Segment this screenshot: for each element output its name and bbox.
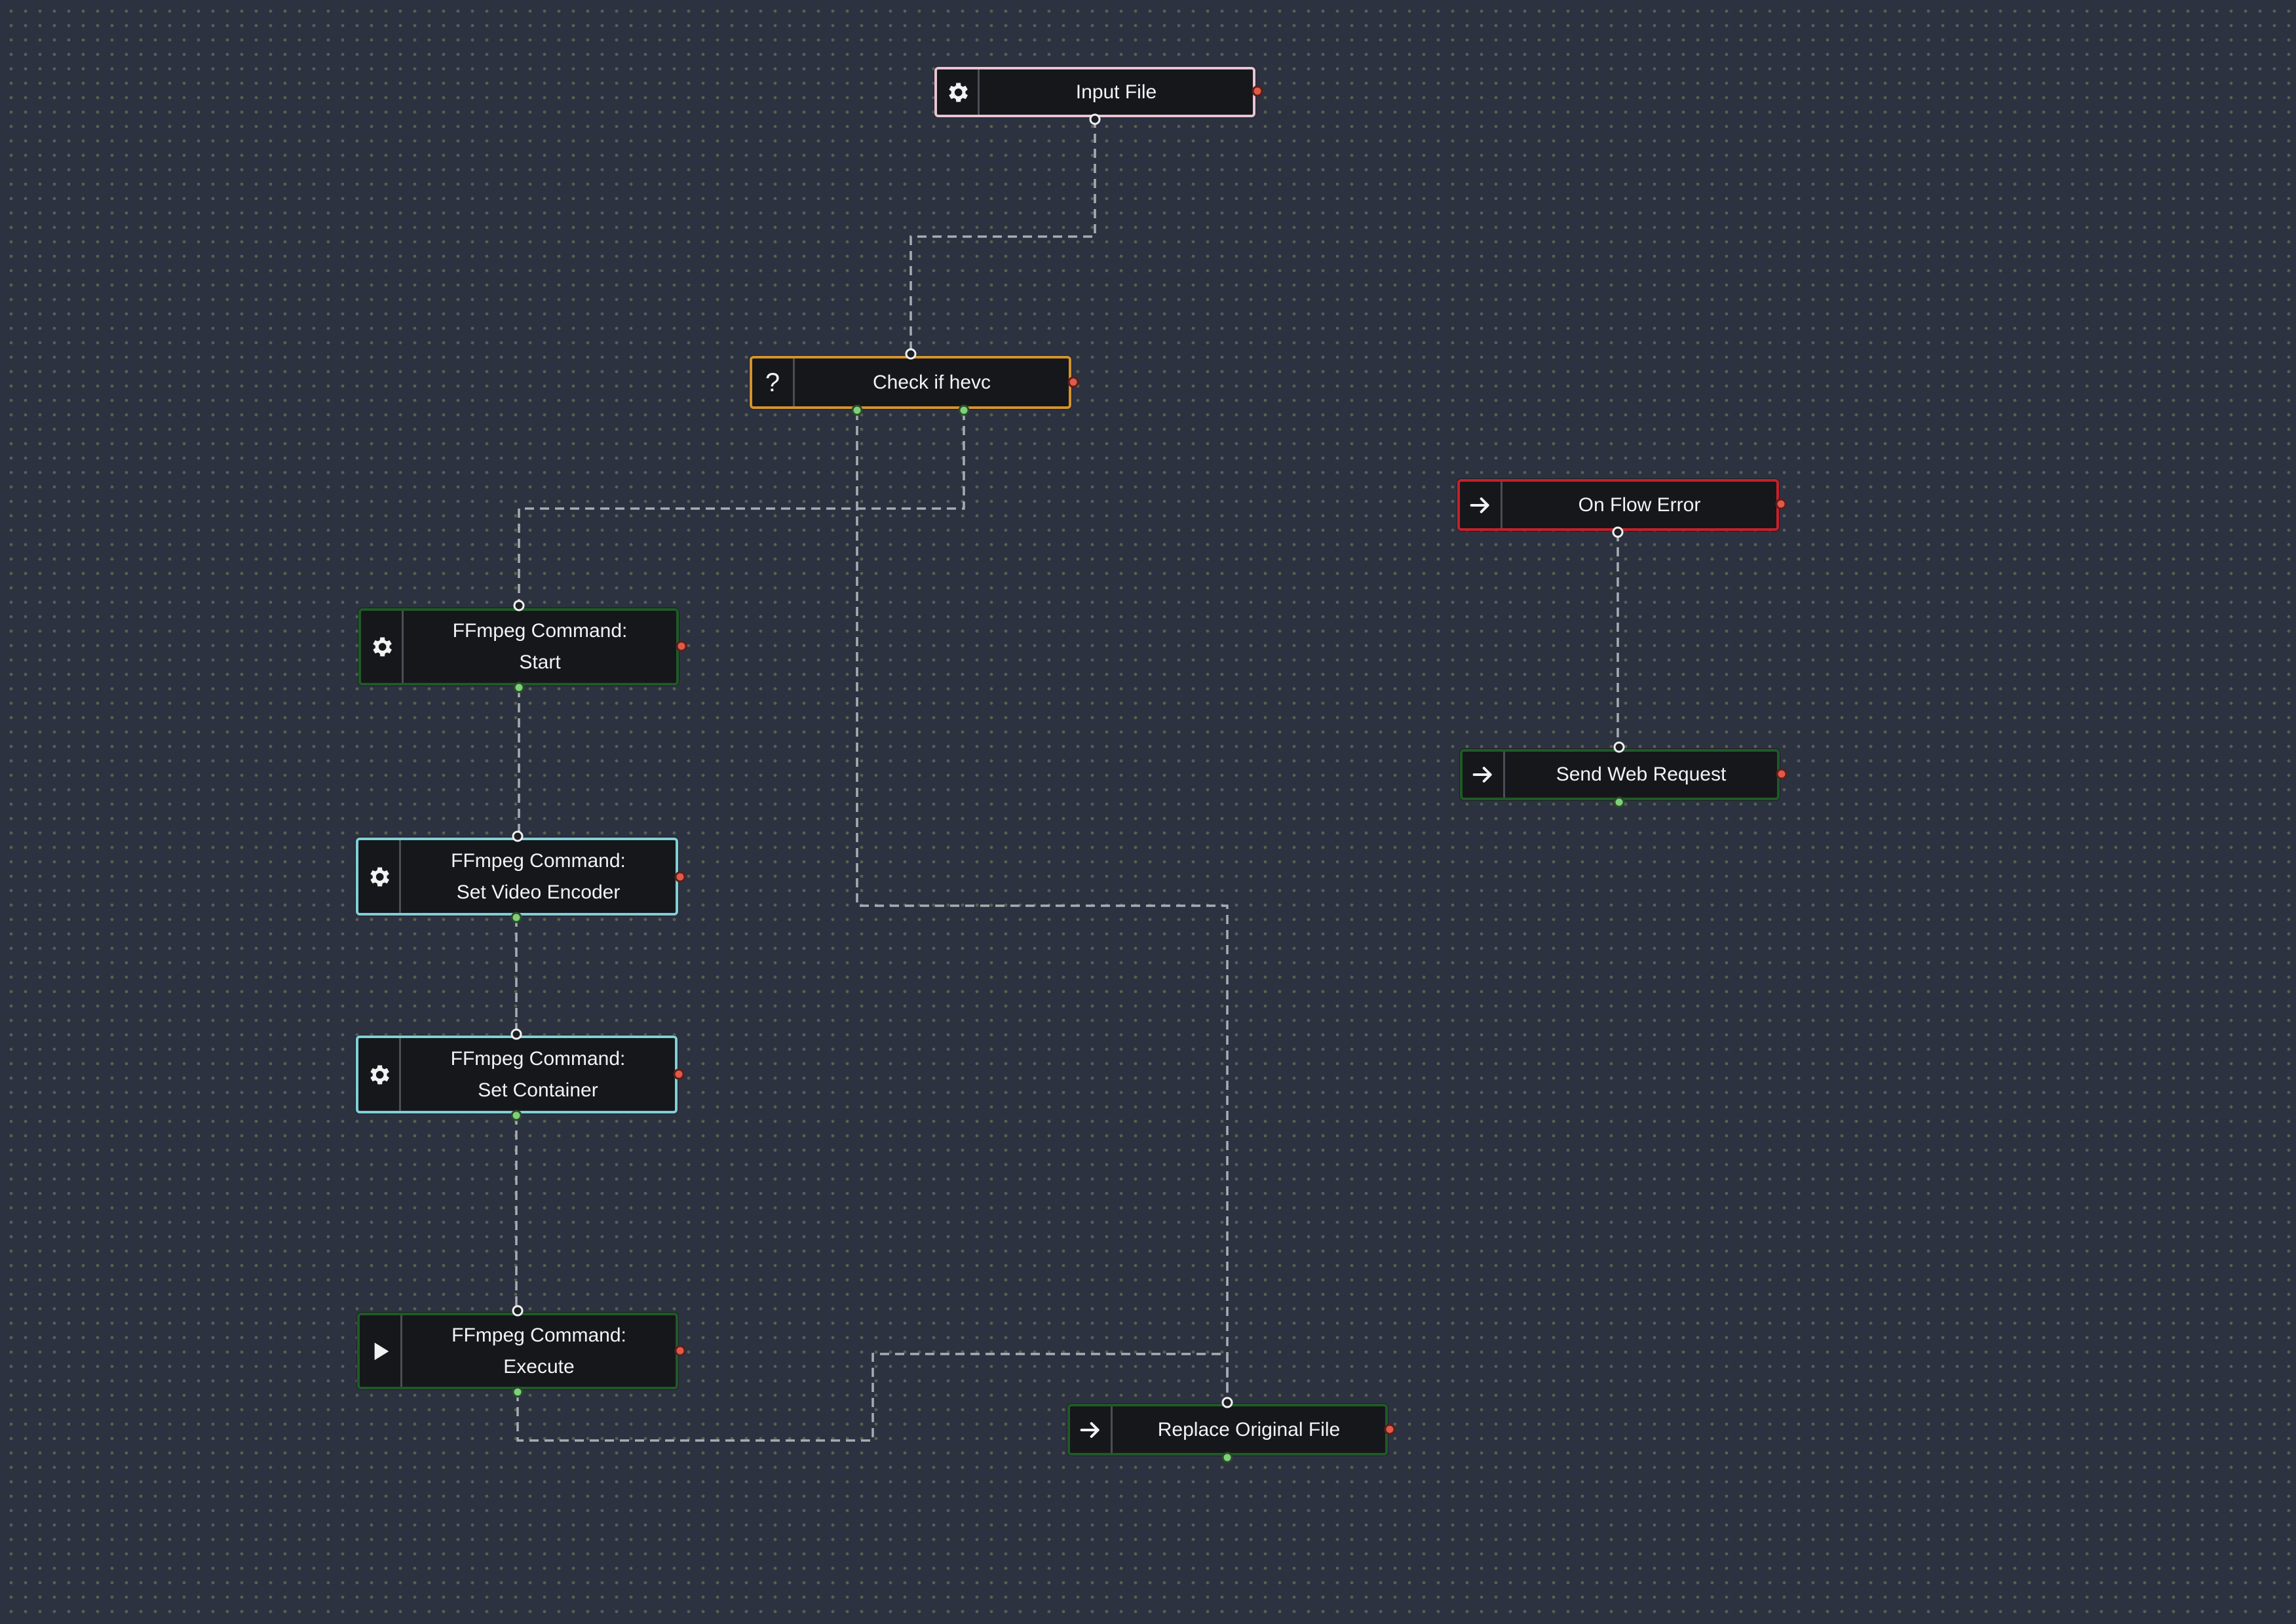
node-label-line2: Start <box>519 651 561 673</box>
input-port[interactable] <box>905 348 917 360</box>
node-check-if-hevc[interactable]: ? Check if hevc <box>750 356 1071 409</box>
input-port[interactable] <box>1613 741 1625 753</box>
node-ffmpeg-start[interactable]: FFmpeg Command: Start <box>358 608 679 686</box>
error-port[interactable] <box>673 1068 685 1080</box>
wire-input-to-check[interactable] <box>909 119 1096 354</box>
node-label: Replace Original File <box>1157 1418 1341 1440</box>
node-on-flow-error[interactable]: On Flow Error <box>1457 479 1779 531</box>
node-label: Input File <box>1075 81 1157 103</box>
input-port[interactable] <box>513 600 525 611</box>
node-label: FFmpeg Command: Set Container <box>401 1038 675 1111</box>
node-ffmpeg-set-container[interactable]: FFmpeg Command: Set Container <box>356 1035 678 1113</box>
node-label: FFmpeg Command: Set Video Encoder <box>401 840 676 913</box>
node-replace-original-file[interactable]: Replace Original File <box>1067 1404 1388 1456</box>
node-label: Check if hevc <box>872 371 991 393</box>
gear-icon <box>361 611 404 683</box>
input-port[interactable] <box>1221 1397 1233 1408</box>
node-ffmpeg-execute[interactable]: FFmpeg Command: Execute <box>357 1313 678 1389</box>
input-port[interactable] <box>1089 113 1101 125</box>
output-port[interactable] <box>1221 1452 1233 1463</box>
input-port[interactable] <box>512 1305 524 1317</box>
gear-icon <box>358 840 401 913</box>
input-port[interactable] <box>1612 526 1624 538</box>
arrow-right-icon <box>1460 482 1502 528</box>
output-port-2[interactable] <box>958 404 970 416</box>
arrow-right-icon <box>1463 752 1505 798</box>
node-label-line2: Execute <box>503 1355 575 1378</box>
node-label: FFmpeg Command: Start <box>404 611 676 683</box>
play-icon <box>360 1315 402 1387</box>
node-label: Send Web Request <box>1556 764 1727 785</box>
node-input-file[interactable]: Input File <box>934 67 1255 117</box>
node-label-line1: FFmpeg Command: <box>450 1047 626 1070</box>
error-port[interactable] <box>674 1345 686 1357</box>
question-icon: ? <box>752 358 795 406</box>
error-port[interactable] <box>1252 85 1263 97</box>
gear-icon <box>358 1038 401 1111</box>
node-send-web-request[interactable]: Send Web Request <box>1460 749 1780 800</box>
error-port[interactable] <box>1384 1423 1396 1435</box>
wire-check-to-replace[interactable] <box>856 411 1229 1402</box>
error-port[interactable] <box>674 871 686 883</box>
output-port[interactable] <box>1613 796 1625 808</box>
output-port[interactable] <box>510 1110 522 1121</box>
node-label: FFmpeg Command: Execute <box>402 1315 676 1387</box>
node-label: On Flow Error <box>1578 493 1701 516</box>
node-label-line1: FFmpeg Command: <box>451 1324 626 1346</box>
node-label-line1: FFmpeg Command: <box>451 849 626 872</box>
error-port[interactable] <box>1067 376 1079 388</box>
error-port[interactable] <box>1775 498 1787 510</box>
output-port[interactable] <box>512 1386 524 1398</box>
input-port[interactable] <box>510 1028 522 1040</box>
output-port[interactable] <box>513 682 525 693</box>
output-port-1[interactable] <box>851 404 863 416</box>
node-ffmpeg-set-video-encoder[interactable]: FFmpeg Command: Set Video Encoder <box>356 838 678 916</box>
error-port[interactable] <box>1776 768 1788 780</box>
output-port[interactable] <box>510 912 522 923</box>
arrow-right-icon <box>1070 1406 1113 1453</box>
input-port[interactable] <box>512 830 524 842</box>
gear-icon <box>937 69 980 115</box>
node-label-line2: Set Container <box>478 1079 598 1101</box>
node-label-line1: FFmpeg Command: <box>452 620 628 642</box>
error-port[interactable] <box>676 640 687 652</box>
wire-check-to-ffmpeg-start[interactable] <box>518 411 965 605</box>
node-label-line2: Set Video Encoder <box>456 881 621 903</box>
